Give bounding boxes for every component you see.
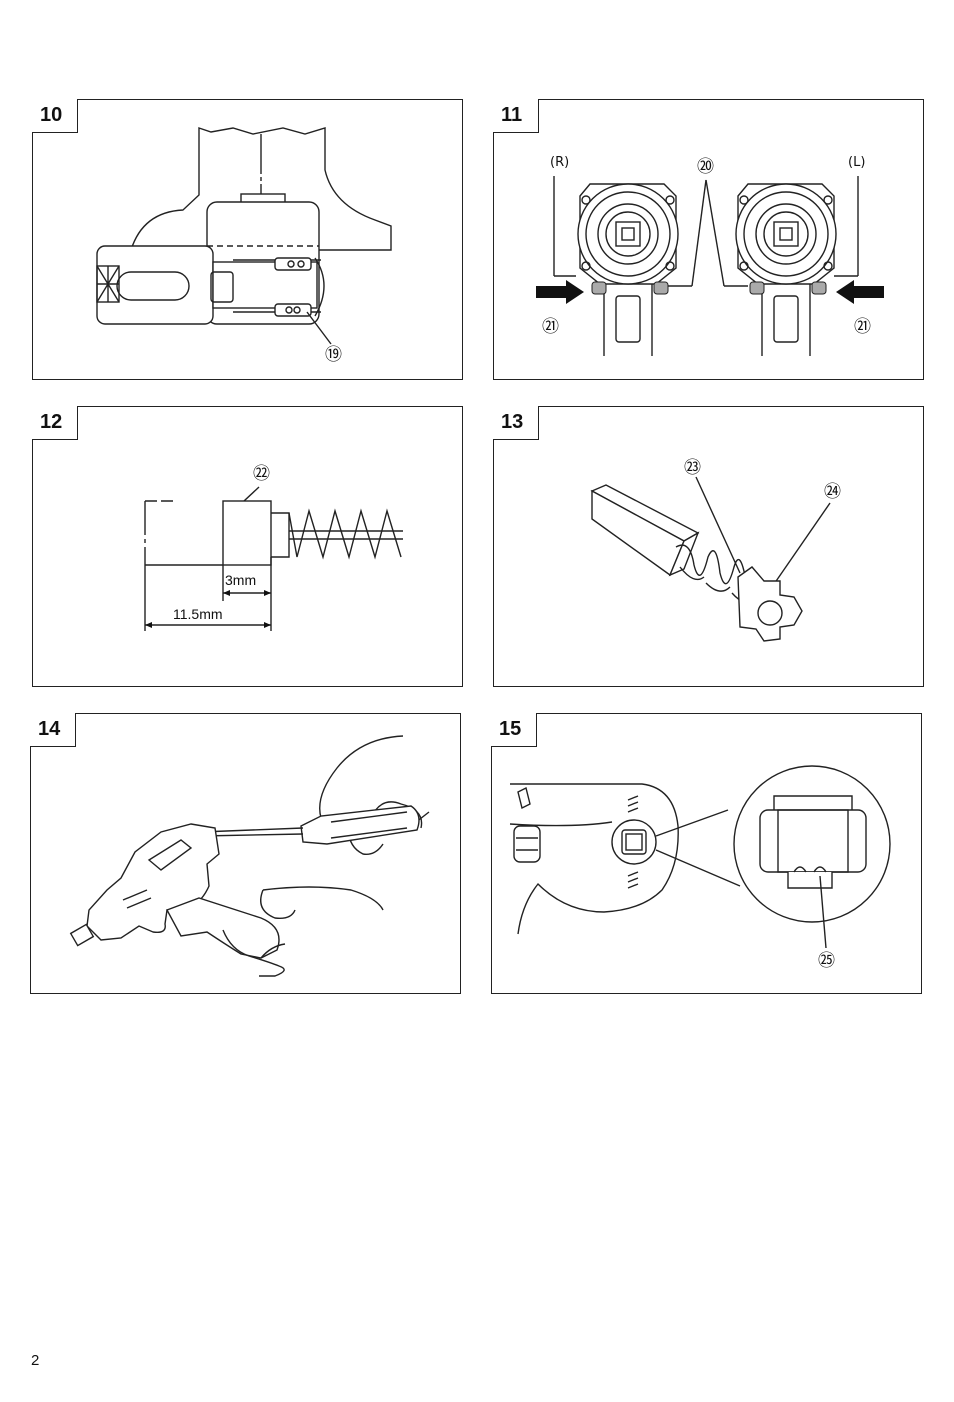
callout-21-right: ㉑	[854, 317, 871, 337]
figure-13-drawing: ㉓ ㉔	[494, 407, 925, 688]
figure-10: ⑲ 10	[32, 99, 463, 380]
tool-front-view-left	[578, 184, 678, 356]
page-number: 2	[31, 1352, 39, 1369]
callout-22: ㉒	[253, 464, 270, 484]
figure-15: ㉕ 15	[491, 713, 922, 994]
figure-12-drawing: ㉒ 3mm 11.5mm	[33, 407, 464, 688]
callout-23: ㉓	[684, 458, 701, 478]
callout-21-left: ㉑	[542, 317, 559, 337]
arrow-left-icon	[836, 280, 884, 304]
label-l: (L)	[848, 155, 865, 170]
figure-13-number: 13	[493, 406, 539, 440]
figure-11-number: 11	[493, 99, 539, 133]
figure-14: 14	[30, 713, 461, 994]
figure-14-number: 14	[30, 713, 76, 747]
label-r: (R)	[550, 155, 569, 170]
callout-20: ⑳	[697, 157, 714, 177]
figure-10-number: 10	[32, 99, 78, 133]
callout-19: ⑲	[325, 345, 342, 365]
arrow-right-icon	[536, 280, 584, 304]
dimension-11-5mm: 11.5mm	[173, 606, 223, 622]
figure-12-number: 12	[32, 406, 78, 440]
figure-11-drawing: (R) (L) ⑳	[494, 100, 925, 381]
callout-25: ㉕	[818, 951, 835, 971]
figure-12: ㉒ 3mm 11.5mm 12	[32, 406, 463, 687]
figure-15-number: 15	[491, 713, 537, 747]
figure-15-drawing: ㉕	[492, 714, 923, 995]
dimension-3mm: 3mm	[225, 572, 256, 588]
figure-14-drawing	[31, 714, 462, 995]
figure-10-drawing: ⑲	[33, 100, 464, 381]
tool-front-view-right	[736, 184, 836, 356]
callout-24: ㉔	[824, 482, 841, 502]
figure-11: (R) (L) ⑳	[493, 99, 924, 380]
figure-13: ㉓ ㉔ 13	[493, 406, 924, 687]
